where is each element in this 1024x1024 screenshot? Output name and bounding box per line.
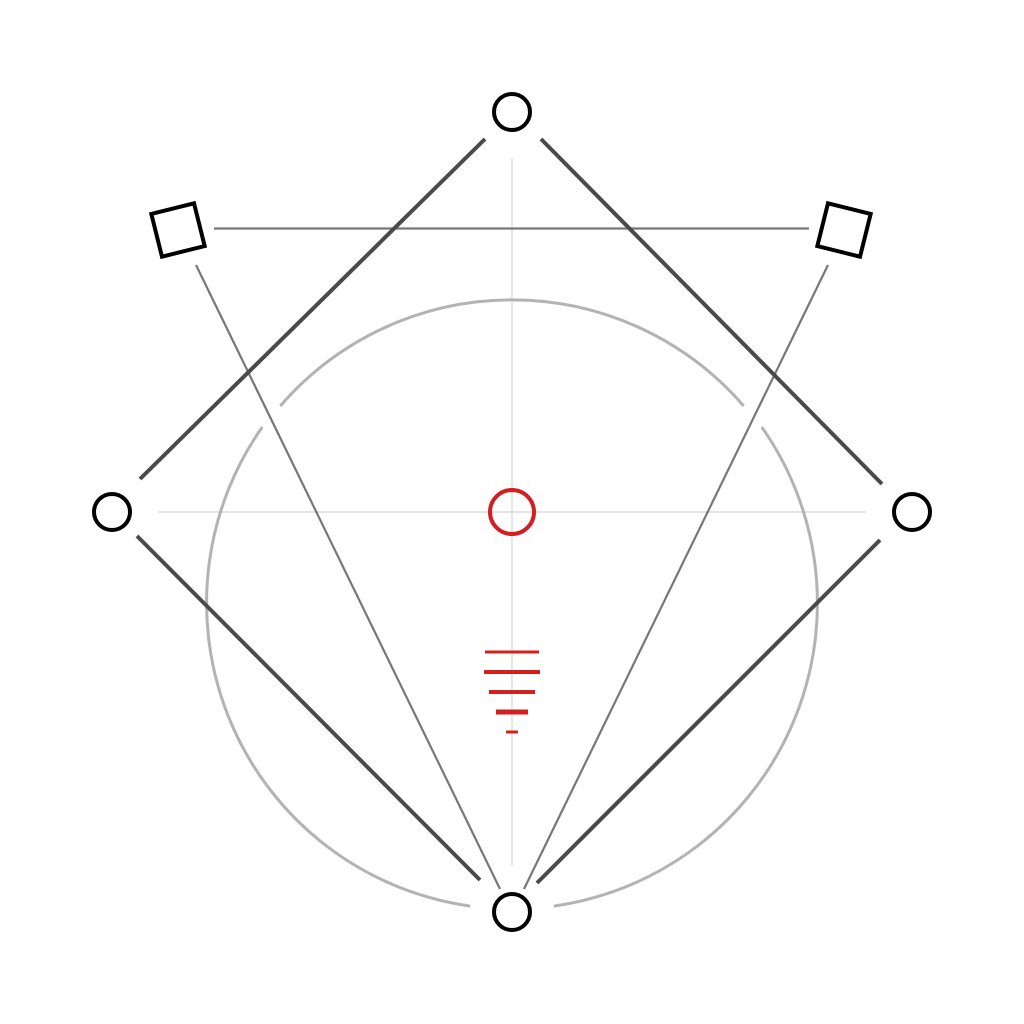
target-ring-icon <box>488 488 536 536</box>
guide-circle <box>205 298 819 908</box>
guide-circle-arc-left <box>205 426 471 908</box>
ground-symbol-icon <box>484 650 540 734</box>
square-nodes <box>148 200 874 260</box>
node-bottom-circle-icon <box>492 892 532 932</box>
node-left-circle-icon <box>92 492 132 532</box>
node-upper-right-square-icon <box>814 200 874 260</box>
primary-edges <box>135 137 884 885</box>
guide-circle-arc-upper <box>279 298 745 407</box>
edge-top-to-right <box>539 137 884 486</box>
edge-top-to-left <box>138 137 487 481</box>
guide-circle-arc-right <box>553 426 819 908</box>
secondary-edges <box>195 227 829 890</box>
node-top-circle-icon <box>492 92 532 132</box>
edge-upper-right-to-bottom <box>523 264 829 890</box>
edge-left-to-bottom <box>135 534 482 882</box>
edge-upper-left-to-bottom <box>195 264 501 890</box>
node-upper-left-square-icon <box>148 200 208 260</box>
edge-right-to-bottom <box>535 538 882 885</box>
node-right-circle-icon <box>892 492 932 532</box>
circle-nodes <box>92 92 932 932</box>
